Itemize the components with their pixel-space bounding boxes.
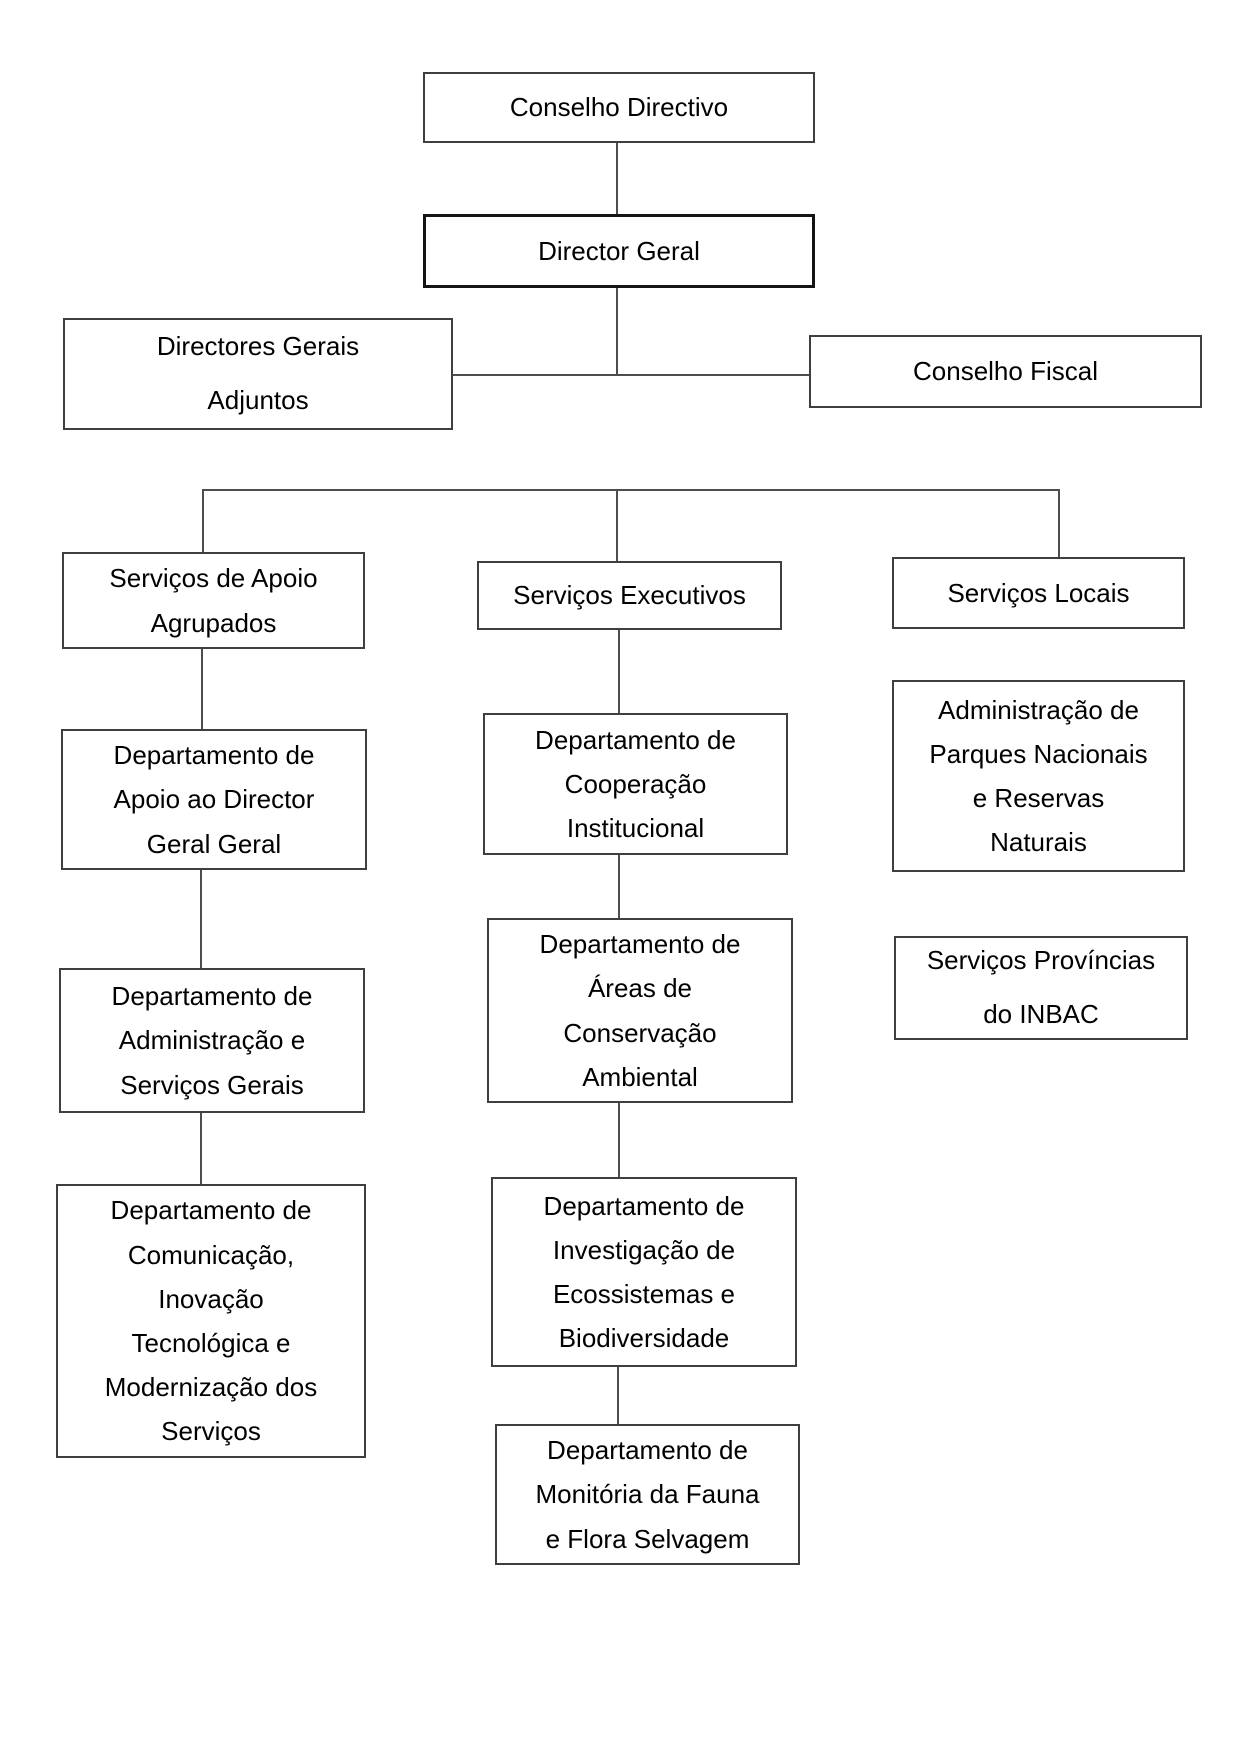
node-label: Departamento de Comunicação, Inovação Te… xyxy=(104,1195,318,1447)
connector-administracao-comunicacao xyxy=(200,1113,202,1184)
node-label: Departamento de Apoio ao Director Geral … xyxy=(113,740,315,859)
connector-executivos-cooperacao xyxy=(618,630,620,713)
node-label: Conselho Fiscal xyxy=(913,356,1098,387)
connector-branch-apoio-agrupados xyxy=(202,489,204,552)
node-label: Director Geral xyxy=(538,235,700,266)
connector-director-geral-drop xyxy=(616,288,618,375)
node-label: Administração de Parques Nacionais e Res… xyxy=(929,694,1148,858)
node-label: Departamento de Cooperação Institucional xyxy=(535,724,736,844)
node-dep-investigacao: Departamento de Investigação de Ecossist… xyxy=(491,1177,797,1367)
connector-agrupados-apoio xyxy=(201,649,203,729)
node-label: Serviços de Apoio Agrupados xyxy=(109,563,318,638)
node-dep-cooperacao-institucional: Departamento de Cooperação Institucional xyxy=(483,713,788,855)
connector-branch-locais xyxy=(1058,489,1060,557)
node-directores-gerais-adjuntos: Directores Gerais Adjuntos xyxy=(63,318,453,430)
node-servicos-executivos: Serviços Executivos xyxy=(477,561,782,630)
connector-branch-horizontal xyxy=(202,489,1060,491)
node-label: Departamento de Investigação de Ecossist… xyxy=(543,1190,745,1354)
node-label: Conselho Directivo xyxy=(509,92,729,123)
node-conselho-directivo: Conselho Directivo xyxy=(423,72,815,143)
node-label: Directores Gerais Adjuntos xyxy=(156,331,360,415)
node-label: Serviços Executivos xyxy=(513,580,746,611)
node-label: Serviços Locais xyxy=(947,577,1130,608)
node-label: Serviços Províncias do INBAC xyxy=(926,945,1156,1029)
node-servicos-locais: Serviços Locais xyxy=(892,557,1185,629)
node-dep-areas-conservacao: Departamento de Áreas de Conservação Amb… xyxy=(487,918,793,1103)
node-label: Departamento de Áreas de Conservação Amb… xyxy=(539,929,741,1092)
node-dep-administracao-servicos-gerais: Departamento de Administração e Serviços… xyxy=(59,968,365,1113)
connector-directivo-director-geral xyxy=(616,143,618,214)
node-director-geral: Director Geral xyxy=(423,214,815,288)
node-dep-apoio-director-geral: Departamento de Apoio ao Director Geral … xyxy=(61,729,367,870)
node-admin-parques-nacionais: Administração de Parques Nacionais e Res… xyxy=(892,680,1185,872)
node-servicos-apoio-agrupados: Serviços de Apoio Agrupados xyxy=(62,552,365,649)
connector-apoio-administracao xyxy=(200,870,202,968)
connector-adjuntos-fiscal xyxy=(453,374,809,376)
node-servicos-provincias-inbac: Serviços Províncias do INBAC xyxy=(894,936,1188,1040)
node-dep-monitoria: Departamento de Monitória da Fauna e Flo… xyxy=(495,1424,800,1565)
node-label: Departamento de Administração e Serviços… xyxy=(111,981,313,1100)
connector-investigacao-monitoria xyxy=(617,1367,619,1424)
node-label: Departamento de Monitória da Fauna e Flo… xyxy=(535,1435,760,1554)
node-conselho-fiscal: Conselho Fiscal xyxy=(809,335,1202,408)
connector-areas-investigacao xyxy=(618,1103,620,1177)
connector-cooperacao-areas xyxy=(618,855,620,918)
node-dep-comunicacao: Departamento de Comunicação, Inovação Te… xyxy=(56,1184,366,1458)
connector-branch-executivos xyxy=(616,489,618,561)
